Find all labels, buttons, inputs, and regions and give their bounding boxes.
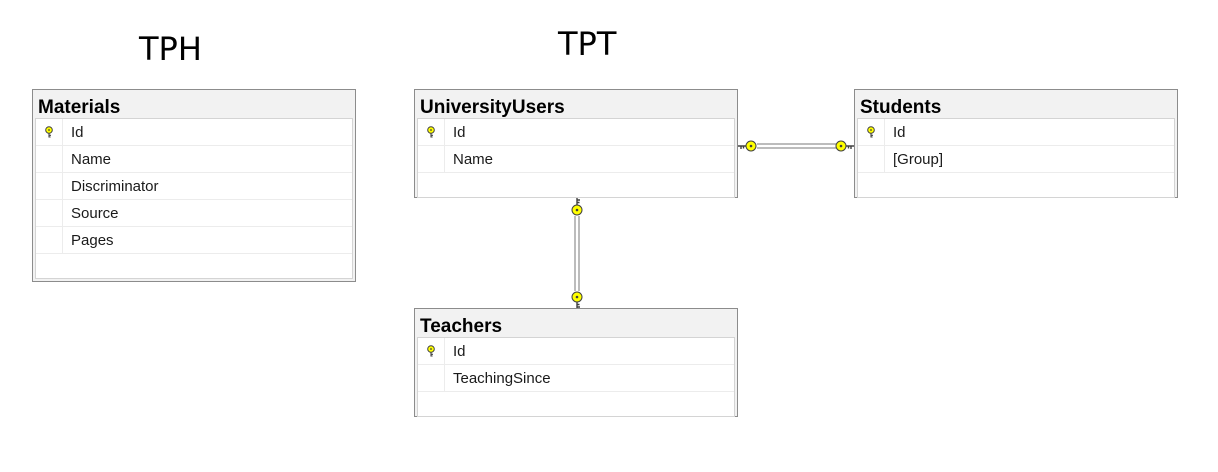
row-gutter [418, 119, 445, 145]
tph-title: TPH [139, 30, 202, 68]
row-gutter [418, 365, 445, 391]
tpt-title: TPT [558, 25, 617, 63]
column-name: TeachingSince [453, 369, 551, 387]
table-students[interactable]: Students Id [Group] [854, 89, 1178, 198]
column-row-group[interactable]: [Group] [858, 146, 1174, 173]
column-list: Id [Group] [857, 118, 1175, 198]
column-row-pages[interactable]: Pages [36, 227, 352, 254]
row-gutter [36, 119, 63, 145]
column-name: Id [893, 123, 906, 141]
column-row-teachingsince[interactable]: TeachingSince [418, 365, 734, 392]
row-gutter [858, 146, 885, 172]
table-materials[interactable]: Materials Id Name Discriminator Source P… [32, 89, 356, 282]
key-icon [867, 126, 875, 138]
row-gutter [36, 146, 63, 172]
row-gutter [36, 200, 63, 226]
column-row-source[interactable]: Source [36, 200, 352, 227]
column-row-name[interactable]: Name [418, 146, 734, 173]
relationship-universityusers-teachers[interactable] [571, 198, 583, 309]
column-row-id[interactable]: Id [418, 338, 734, 365]
table-title: Materials [38, 97, 121, 118]
column-list: Id Name [417, 118, 735, 198]
column-row-name[interactable]: Name [36, 146, 352, 173]
key-icon [571, 291, 583, 309]
column-list: Id TeachingSince [417, 337, 735, 417]
key-icon [571, 198, 583, 216]
key-icon [427, 345, 435, 357]
table-title: Students [860, 97, 942, 118]
column-name: Discriminator [71, 177, 159, 195]
key-icon [738, 140, 757, 152]
empty-row [36, 254, 352, 278]
key-icon [835, 140, 854, 152]
column-name: Name [453, 150, 494, 168]
empty-row [418, 392, 734, 416]
column-name: Id [453, 123, 466, 141]
column-list: Id Name Discriminator Source Pages [35, 118, 353, 279]
key-icon [427, 126, 435, 138]
column-name: Source [71, 204, 119, 222]
column-name: [Group] [893, 150, 944, 168]
row-gutter [36, 173, 63, 199]
column-name: Id [453, 342, 466, 360]
column-name: Id [71, 123, 84, 141]
empty-row [858, 173, 1174, 197]
relationship-universityusers-students[interactable] [738, 140, 854, 152]
row-gutter [858, 119, 885, 145]
table-title: UniversityUsers [420, 97, 565, 118]
key-icon [45, 126, 53, 138]
column-row-id[interactable]: Id [858, 119, 1174, 146]
column-row-discriminator[interactable]: Discriminator [36, 173, 352, 200]
row-gutter [418, 338, 445, 364]
table-teachers[interactable]: Teachers Id TeachingSince [414, 308, 738, 417]
table-universityusers[interactable]: UniversityUsers Id Name [414, 89, 738, 198]
column-name: Name [71, 150, 112, 168]
table-title: Teachers [420, 316, 503, 337]
row-gutter [418, 146, 445, 172]
column-row-id[interactable]: Id [418, 119, 734, 146]
row-gutter [36, 227, 63, 253]
column-row-id[interactable]: Id [36, 119, 352, 146]
column-name: Pages [71, 231, 114, 249]
empty-row [418, 173, 734, 197]
